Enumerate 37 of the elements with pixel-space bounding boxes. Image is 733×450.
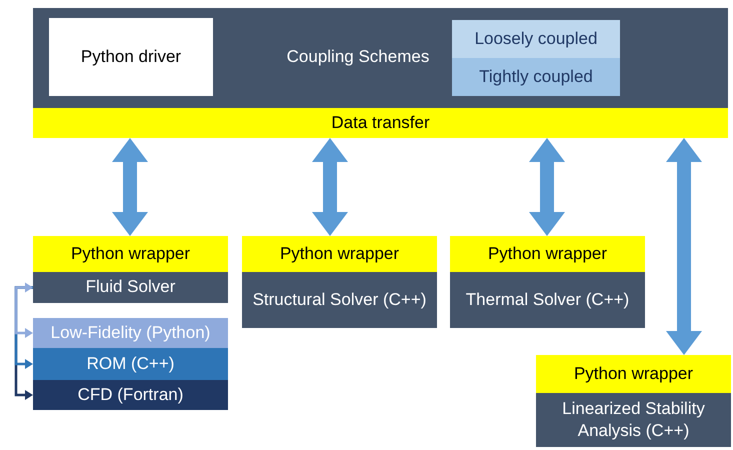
wrapper-box (242, 236, 437, 272)
box-label: Python wrapper (280, 242, 400, 265)
box-label: Low-Fidelity (Python) (50, 322, 210, 344)
double-arrow (312, 138, 348, 236)
solver-box (242, 272, 437, 328)
panel-heading: Coupling Schemes (286, 46, 430, 68)
box-label: CFD (Fortran) (78, 384, 184, 406)
wrapper-box (450, 236, 645, 272)
box-label: Python wrapper (574, 362, 694, 385)
box-label: Linearized Stability Analysis (C++) (561, 398, 706, 442)
scheme-box (452, 20, 620, 58)
box-label: Python wrapper (488, 242, 608, 265)
solver-box (536, 393, 731, 447)
system-panel (33, 8, 728, 108)
double-arrow (112, 138, 148, 236)
wrapper-box (536, 355, 731, 393)
box-label: Structural Solver (C++) (252, 288, 426, 311)
model-box (33, 348, 228, 380)
arrow (14, 282, 33, 338)
box-label: ROM (C++) (86, 352, 174, 375)
solver-box (33, 272, 228, 303)
box-label: Thermal Solver (C++) (466, 288, 630, 311)
box-label: Loosely coupled (474, 28, 598, 50)
box-label: Python wrapper (70, 242, 190, 265)
box-label: Python driver (80, 46, 182, 68)
scheme-box (452, 58, 620, 96)
driver-box (49, 18, 213, 96)
model-box (33, 380, 228, 410)
model-box (33, 318, 228, 348)
box-label: Fluid Solver (86, 276, 176, 298)
solver-box (450, 272, 645, 328)
box-label: Tightly coupled (479, 66, 593, 88)
wrapper-box (33, 236, 228, 272)
double-arrow (666, 138, 702, 355)
box-label: Data transfer (331, 112, 430, 134)
double-arrow (529, 138, 565, 236)
transfer-band (33, 108, 728, 138)
